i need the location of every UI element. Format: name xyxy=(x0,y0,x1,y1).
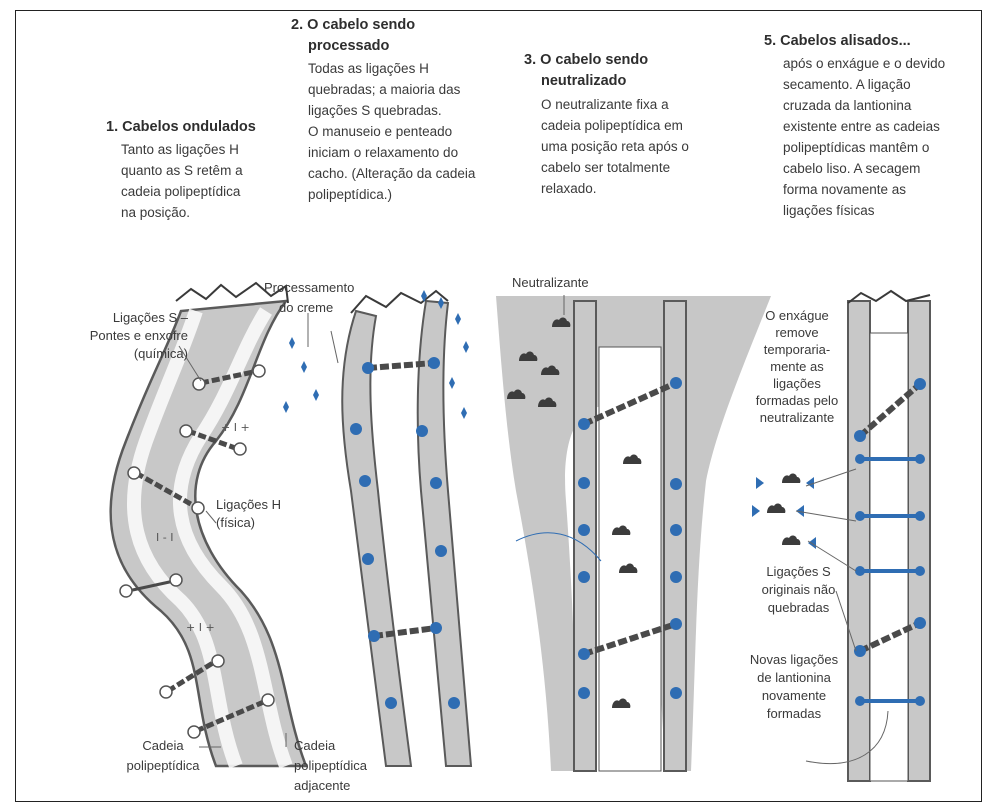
panel5-body-line-1: após o enxágue e o devido xyxy=(783,53,945,74)
label-processamento-line-1: Processamento xyxy=(264,279,354,296)
panel3-body-line-3: uma posição reta após o xyxy=(541,136,689,157)
panel3-body-line-4: cabelo ser totalmente xyxy=(541,157,670,178)
svg-text:I - I: I - I xyxy=(156,531,173,544)
panel2-title-line-2: processado xyxy=(308,36,389,57)
label-ligacoes-s-line-3: (química) xyxy=(73,345,188,362)
label-originais-line-1: Ligações S xyxy=(751,563,846,580)
label-novas-line-4: formadas xyxy=(739,705,849,722)
panel1-body-line-4: na posição. xyxy=(121,202,190,223)
label-cadeia-adjacente-line-3: adjacente xyxy=(294,777,350,794)
panel1-title: 1. Cabelos ondulados xyxy=(106,117,256,138)
panel1-body-line-2: quanto as S retêm a xyxy=(121,160,243,181)
label-enxague-line-3: temporaria- xyxy=(751,341,843,358)
svg-text:+ I +: + I + xyxy=(186,621,215,634)
diagram-frame: + I + I - I + I + xyxy=(15,10,982,802)
label-processamento-line-2: do creme xyxy=(279,299,333,316)
svg-text:+ I +: + I + xyxy=(221,421,250,434)
panel3-body-line-5: relaxado. xyxy=(541,178,597,199)
panel2-body-line-3: ligações S quebradas. xyxy=(308,100,442,121)
panel5-body-line-5: polipeptídicas mantêm o xyxy=(783,137,929,158)
label-originais-line-2: originais não xyxy=(751,581,846,598)
label-novas-line-1: Novas ligações xyxy=(739,651,849,668)
panel5-body-line-2: secamento. A ligação xyxy=(783,74,911,95)
panel3-body-line-2: cadeia polipeptídica em xyxy=(541,115,683,136)
panel2-body-line-4: O manuseio e penteado xyxy=(308,121,452,142)
label-cadeia-line-2: polipeptídica xyxy=(108,757,218,774)
panel5-title: 5. Cabelos alisados... xyxy=(764,31,911,52)
panel2-body-line-1: Todas as ligações H xyxy=(308,58,429,79)
panel5-body-line-6: cabelo liso. A secagem xyxy=(783,158,920,179)
label-originais-line-3: quebradas xyxy=(751,599,846,616)
panel5-body-line-7: forma novamente as xyxy=(783,179,906,200)
panel3-body-line-1: O neutralizante fixa a xyxy=(541,94,669,115)
label-novas-line-3: novamente xyxy=(739,687,849,704)
label-enxague-line-1: O enxágue xyxy=(751,307,843,324)
label-novas-line-2: de lantionina xyxy=(739,669,849,686)
panel5-body-line-8: ligações físicas xyxy=(783,200,875,221)
panel2-body-line-7: polipeptídica.) xyxy=(308,184,392,205)
label-ligacoes-s-line-1: Ligações S – xyxy=(73,309,188,326)
panel2-title-line-1: 2. O cabelo sendo xyxy=(291,15,415,36)
label-cadeia-adjacente-line-2: polipeptídica xyxy=(294,757,367,774)
panel5-body-line-3: cruzada da lantionina xyxy=(783,95,911,116)
panel2-body-line-6: cacho. (Alteração da cadeia xyxy=(308,163,475,184)
panel5-body-line-4: existente entre as cadeias xyxy=(783,116,940,137)
label-cadeia-line-1: Cadeia xyxy=(128,737,198,754)
label-neutralizante: Neutralizante xyxy=(512,274,589,291)
label-enxague-line-2: remove xyxy=(751,324,843,341)
label-ligacoes-s-line-2: Pontes e enxofre xyxy=(43,327,188,344)
leader-lines-panel2 xyxy=(308,313,338,363)
panel1-body-line-3: cadeia polipeptídica xyxy=(121,181,240,202)
panel2-body-line-2: quebradas; a maioria das xyxy=(308,79,460,100)
label-ligacoes-h-line-2: (física) xyxy=(216,514,255,531)
panel3-title-line-2: neutralizado xyxy=(541,71,626,92)
panel3-title-line-1: 3. O cabelo sendo xyxy=(524,50,648,71)
panel2-body-line-5: iniciam o relaxamento do xyxy=(308,142,458,163)
panel1-body-line-1: Tanto as ligações H xyxy=(121,139,239,160)
label-ligacoes-h-line-1: Ligações H xyxy=(216,496,281,513)
label-enxague-line-5: ligações xyxy=(751,375,843,392)
processed-hair-strands xyxy=(283,290,471,766)
label-enxague-line-4: mente as xyxy=(751,358,843,375)
label-enxague-line-7: neutralizante xyxy=(746,409,848,426)
label-cadeia-adjacente-line-1: Cadeia xyxy=(294,737,335,754)
label-enxague-line-6: formadas pelo xyxy=(746,392,848,409)
